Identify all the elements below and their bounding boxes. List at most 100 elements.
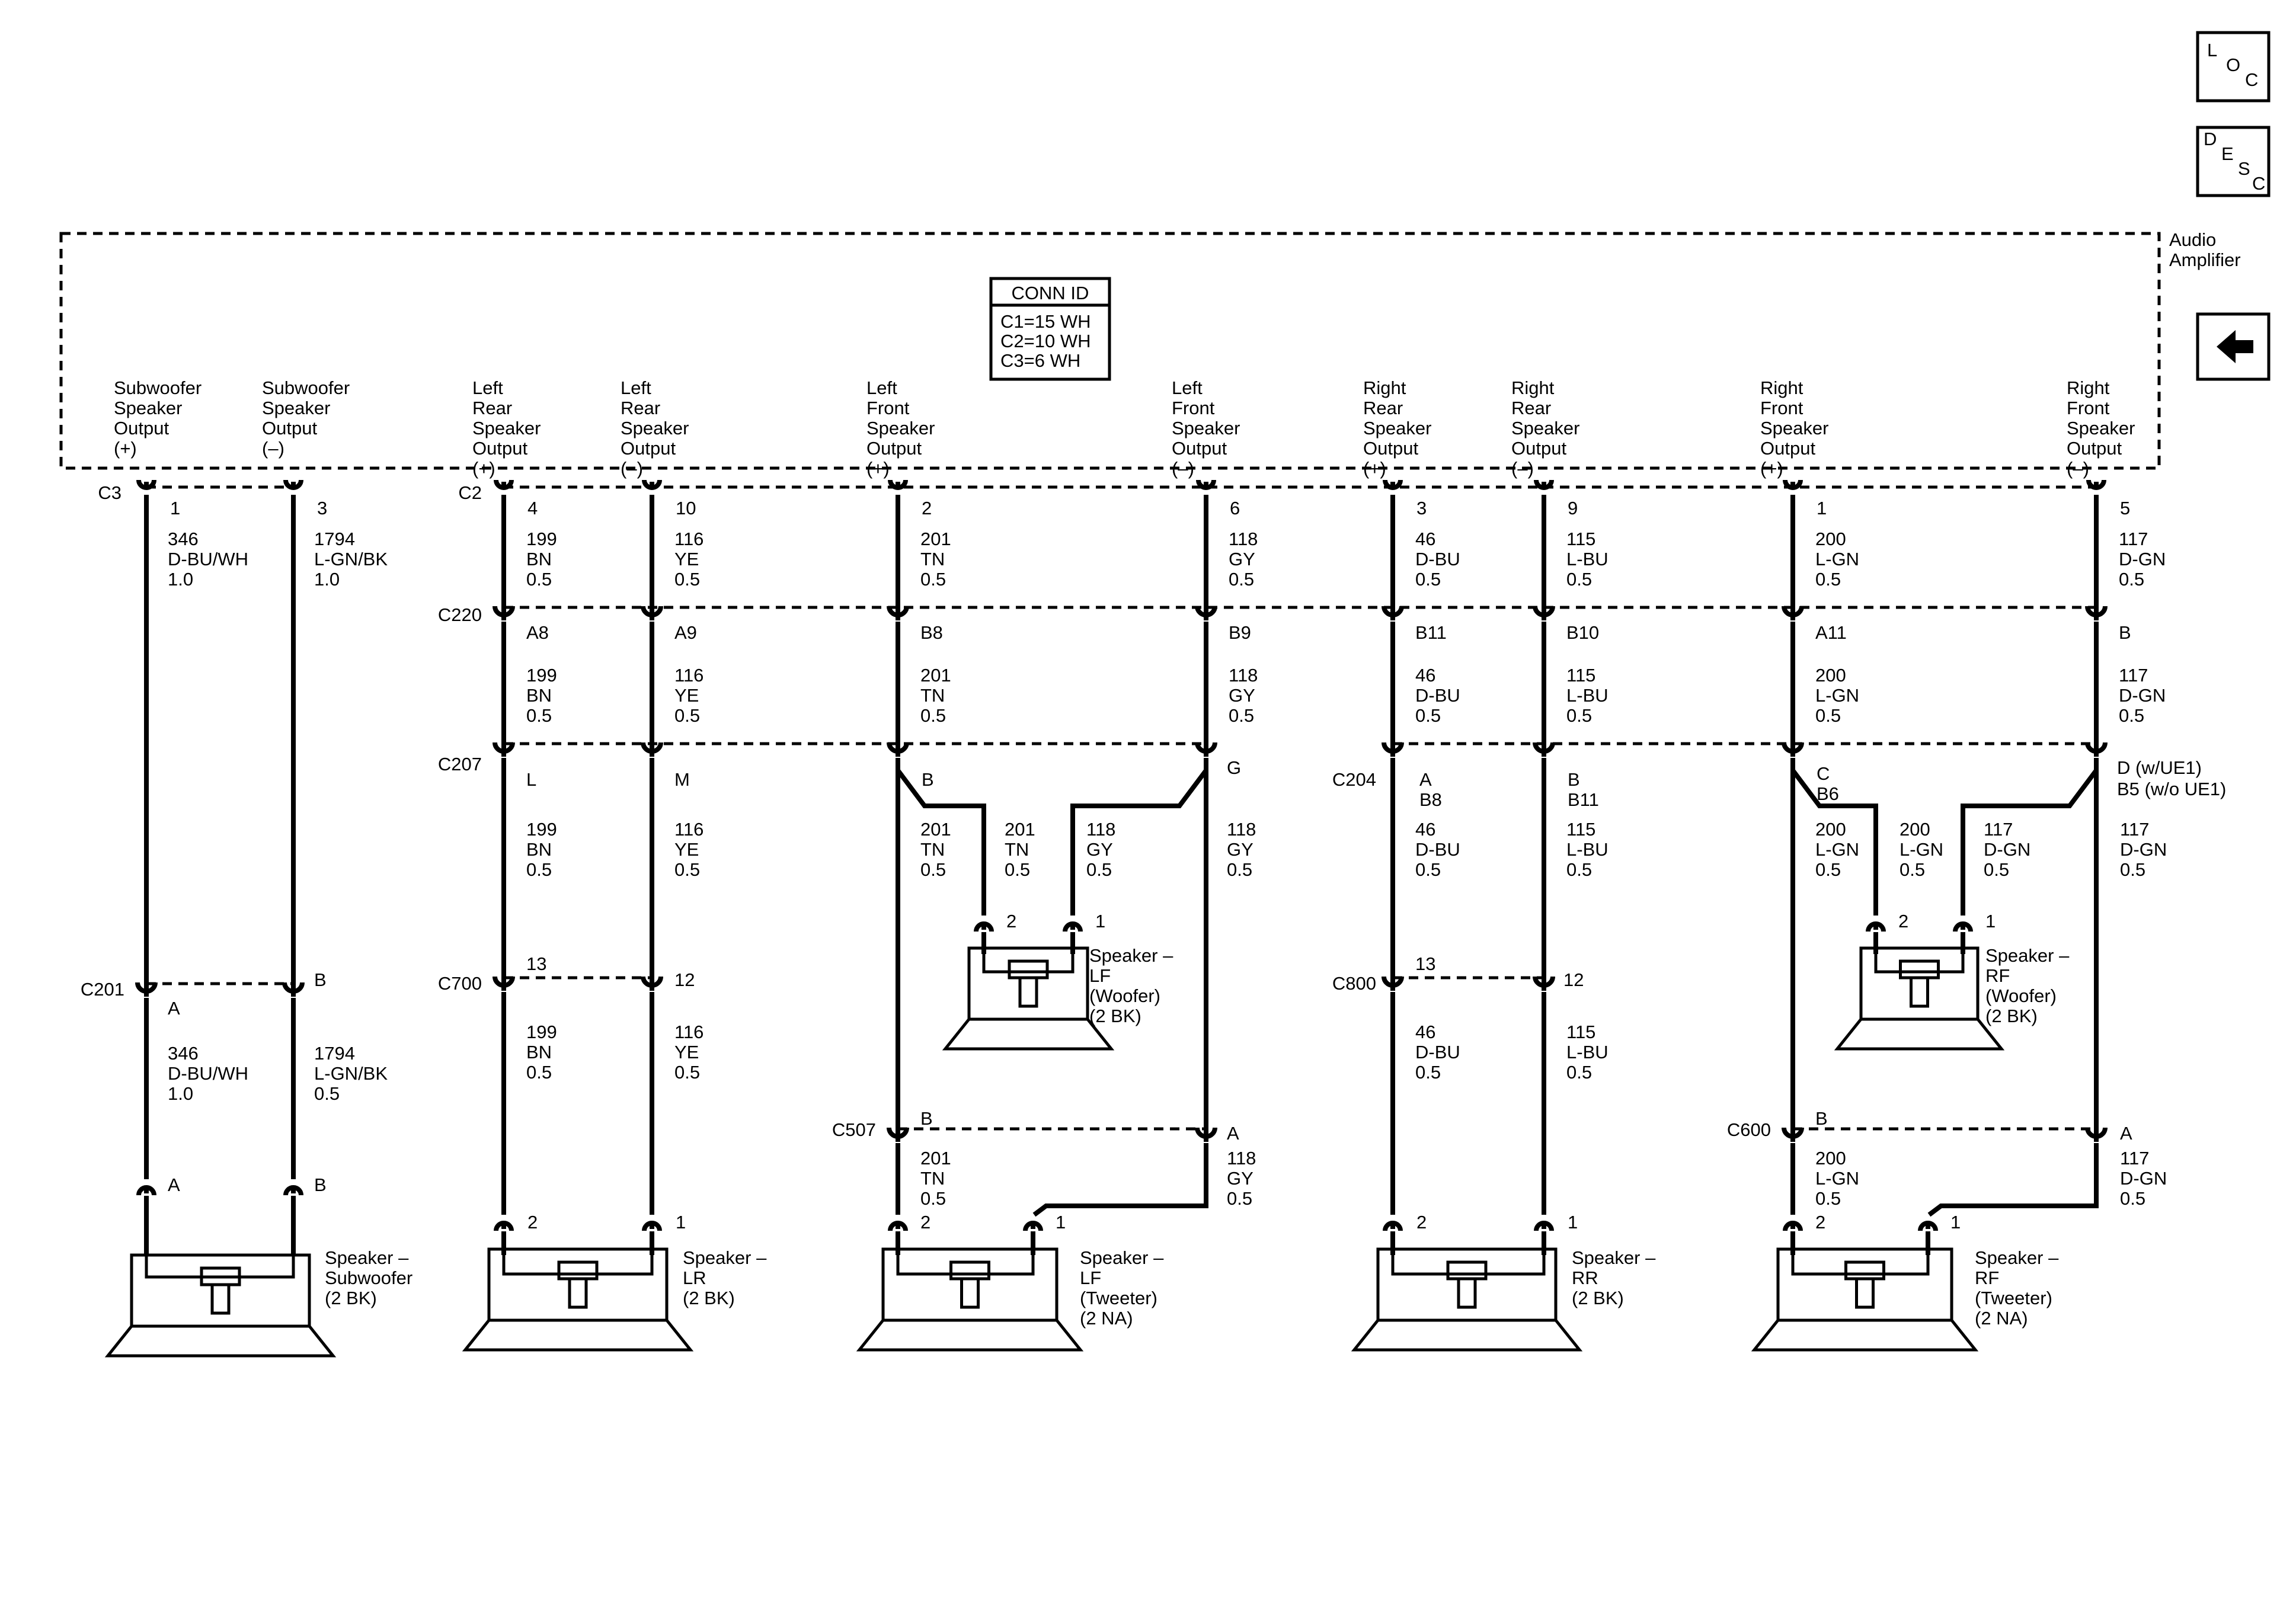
output-label: Rear: [472, 398, 512, 418]
output-label: Right: [1363, 377, 1406, 398]
output-label: Rear: [1511, 398, 1551, 418]
audio-amplifier-box: [59, 232, 2161, 470]
output-label: Right: [2067, 377, 2110, 398]
wire-label-upper: 0.5: [1815, 569, 1841, 590]
amp-terminal-stub: [650, 482, 654, 489]
lf-tweeter-speaker-label: Speaker –: [1080, 1247, 1164, 1268]
wire-label-mid: YE: [674, 685, 699, 706]
subwoofer-speaker-base: [104, 1324, 337, 1358]
left-arrow-icon: [2217, 330, 2253, 363]
c204-terminal-stub: [1390, 744, 1395, 757]
rf-tweeter-speaker-cone: [1855, 1277, 1875, 1309]
back-button[interactable]: [2196, 312, 2271, 381]
conn-id-title: CONN ID: [1012, 283, 1089, 303]
c220-terminal-stub: [896, 607, 900, 620]
wire-label-sub-neg-lower: 0.5: [314, 1083, 340, 1104]
output-label: Output: [621, 438, 676, 459]
output-label: Front: [1172, 398, 1215, 418]
connector-c2-label: C2: [458, 482, 482, 503]
lf-woofer-speaker-label: LF: [1089, 965, 1111, 986]
wire-label-upper: 0.5: [1415, 569, 1441, 590]
lf-tweeter-speaker-body: [881, 1247, 1059, 1322]
wire-label-sub-neg: 1794: [314, 529, 355, 549]
wire-label-mid: 0.5: [526, 705, 552, 726]
wire-label-rf-woofer-pos: 200: [1900, 819, 1930, 840]
rf-tweeter-speaker-label: RF: [1975, 1267, 1999, 1288]
connector-c700-label: C700: [438, 973, 482, 994]
wire-label-mid: 116: [674, 665, 703, 686]
rr-speaker-label: (2 BK): [1572, 1288, 1624, 1308]
lf-woofer-speaker-magnet: [1008, 959, 1049, 980]
wire-label-mid: 46: [1415, 665, 1435, 686]
rf-tweeter-coil: [1791, 1249, 1930, 1276]
wire-label-lr-lower: 0.5: [526, 859, 552, 880]
c800-terminal-stub: [1390, 978, 1395, 991]
output-label: Right: [1760, 377, 1803, 398]
wire-label-lr-speaker: 199: [526, 1022, 557, 1042]
c220-pin-label: A8: [526, 622, 549, 643]
rf-woofer-speaker-label: (2 BK): [1985, 1006, 2038, 1026]
wire-label-mid: 0.5: [1415, 705, 1441, 726]
output-label: Output: [114, 418, 169, 438]
rf-woofer-speaker-base: [1834, 1017, 2005, 1051]
rf-tweeter-terminal-stub: [1790, 1222, 1795, 1229]
lr-speaker-cone: [568, 1277, 588, 1309]
amp-pin-label: 1: [170, 498, 180, 518]
output-label: Speaker: [114, 398, 182, 418]
wire-label-upper: L-BU: [1566, 549, 1609, 569]
output-label: (–): [1172, 458, 1194, 479]
lf-tweeter-pin-label: 2: [920, 1212, 930, 1233]
rf-tweeter-speaker-base: [1751, 1318, 1979, 1352]
desc-letter: C: [2252, 173, 2265, 194]
wire-label-lr-speaker: 116: [674, 1022, 703, 1042]
loc-button[interactable]: [2196, 31, 2271, 103]
wire-label-mid: 0.5: [1815, 705, 1841, 726]
wire-label-lf-woofer-pos: 201: [1005, 819, 1035, 840]
rf-woofer-speaker-label: Speaker –: [1985, 945, 2070, 966]
wire-rf-tweeter-neg: [1927, 1143, 2099, 1217]
lr-speaker-body: [487, 1247, 669, 1322]
wire-label-lf-neg-lower: 118: [1227, 819, 1256, 840]
output-label: (+): [1363, 458, 1386, 479]
lr-speaker-base: [462, 1318, 694, 1352]
desc-button[interactable]: [2196, 126, 2271, 197]
lf-woofer-speaker-label: (Woofer): [1089, 985, 1160, 1006]
output-label: Output: [262, 418, 317, 438]
wire-lf-tweeter-neg: [1032, 1143, 1208, 1217]
c204-pin-label: D (w/UE1): [2117, 757, 2202, 778]
wire-label-upper: 0.5: [2119, 569, 2144, 590]
conn-id-box: [989, 277, 1111, 381]
wire-label-lf-tweeter-pos: TN: [920, 1168, 945, 1189]
wire-label-mid: D-BU: [1415, 685, 1460, 706]
wire-label-mid: 200: [1815, 665, 1846, 686]
lr-speaker-pin-label: 1: [676, 1212, 686, 1233]
output-label: Speaker: [621, 418, 689, 438]
output-label: Speaker: [262, 398, 330, 418]
c204-terminal-stub: [2094, 744, 2099, 757]
loc-letter: L: [2207, 40, 2217, 60]
output-label: Right: [1511, 377, 1555, 398]
wire-label-rf-tweeter-neg: D-GN: [2120, 1168, 2167, 1189]
amp-pin-label: 9: [1568, 498, 1578, 518]
output-label: Rear: [621, 398, 660, 418]
conn-id-line: C2=10 WH: [1000, 331, 1091, 351]
wire-label-rr-speaker: D-BU: [1415, 1042, 1460, 1062]
wire-label-rr-lower: 0.5: [1566, 859, 1592, 880]
lf-tweeter-speaker-label: (2 NA): [1080, 1308, 1133, 1329]
wire-label-rr-lower: L-BU: [1566, 839, 1609, 860]
wire-label-rr-speaker: L-BU: [1566, 1042, 1609, 1062]
output-label: (+): [472, 458, 495, 479]
wire-label-lr-speaker: BN: [526, 1042, 552, 1062]
lf-woofer-terminal-stub: [981, 923, 986, 930]
wire-label-lf-tweeter-neg: 118: [1227, 1148, 1256, 1169]
rr-speaker-pin-label: 2: [1416, 1212, 1427, 1233]
connector-c800-label: C800: [1332, 973, 1376, 994]
amp-terminal-stub: [291, 482, 296, 489]
subwoofer-speaker-cone: [210, 1283, 231, 1315]
wire-rf-woofer-neg: [1961, 769, 2099, 916]
connector-c507-label: C507: [832, 1119, 876, 1140]
wire-label-rf-tweeter-neg: 117: [2120, 1148, 2149, 1169]
rr-speaker-cone: [1457, 1277, 1477, 1309]
c700-terminal-stub: [501, 978, 506, 991]
